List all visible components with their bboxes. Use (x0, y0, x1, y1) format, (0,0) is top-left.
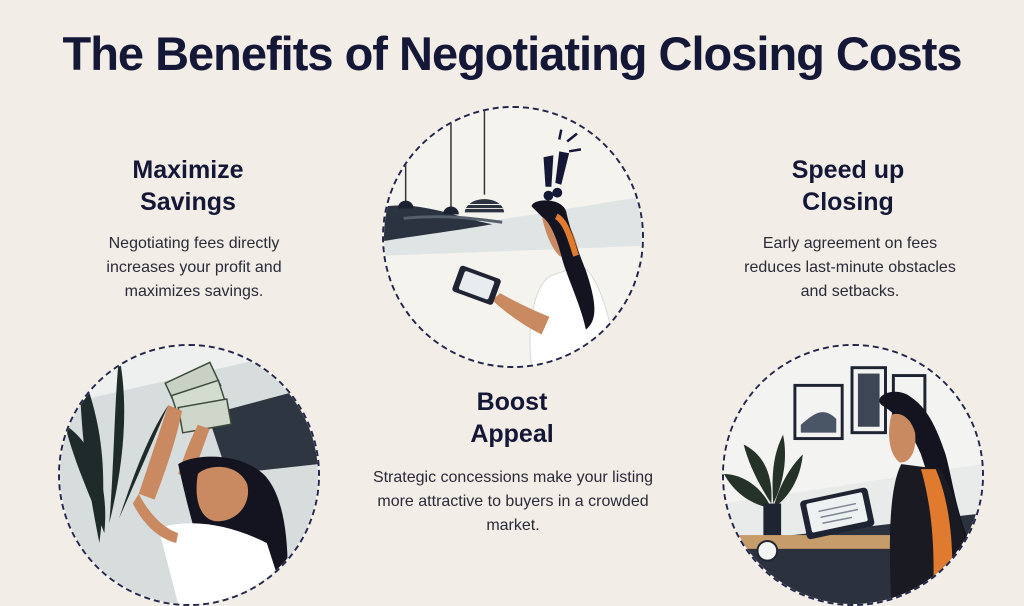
maximize-savings-description: Negotiating fees directly increases your… (106, 235, 282, 300)
woman-signing-tablet-illustration (722, 344, 984, 606)
heading-line-2: Closing (802, 188, 894, 216)
woman-holding-cash-illustration (58, 344, 320, 606)
speed-up-closing-heading: Speed up Closing (748, 154, 948, 218)
maximize-savings-heading: Maximize Savings (88, 154, 288, 218)
boost-appeal-description: Strategic concessions make your listing … (372, 469, 654, 534)
page-title: The Benefits of Negotiating Closing Cost… (62, 27, 962, 80)
cash-bills-icon (164, 361, 233, 434)
speed-up-closing-description: Early agreement on fees reduces last-min… (744, 235, 956, 300)
heading-line-1: Maximize (132, 156, 244, 184)
tablet-reader-artwork (384, 108, 642, 366)
heading-line-1: Boost (476, 388, 548, 416)
woman-reading-tablet-illustration (382, 106, 644, 368)
heading-line-1: Speed up (791, 156, 905, 184)
exclamation-icon (543, 129, 582, 201)
signing-artwork (724, 346, 982, 604)
heading-line-2: Appeal (470, 420, 554, 448)
plant-leaves-icon (724, 434, 803, 509)
boost-appeal-heading: Boost Appeal (412, 386, 612, 450)
cash-artwork (60, 346, 318, 604)
heading-line-2: Savings (140, 188, 236, 216)
